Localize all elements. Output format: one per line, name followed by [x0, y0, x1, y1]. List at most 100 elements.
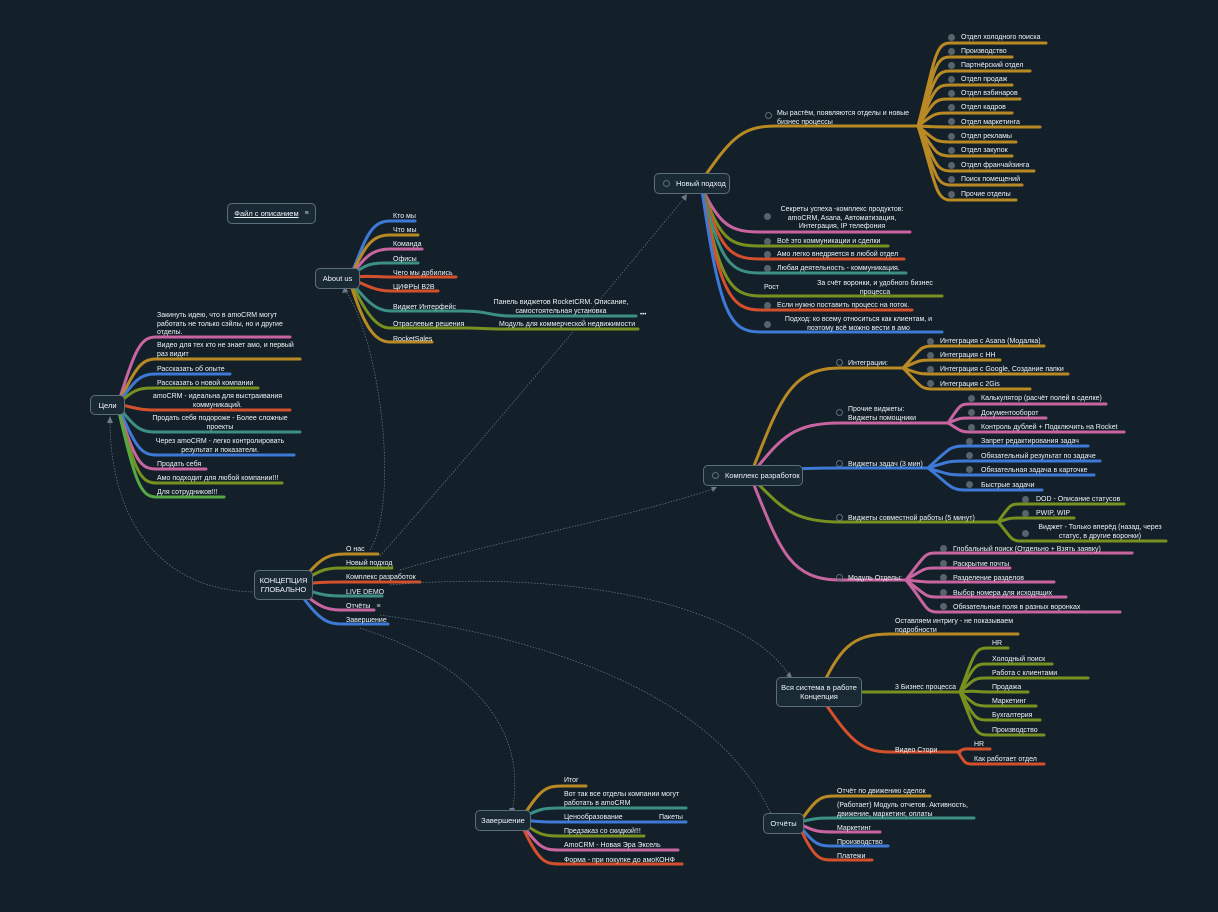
new-approach-node[interactable]: Новый подход — [654, 173, 730, 194]
process-item[interactable]: Холодный поиск — [992, 656, 1046, 663]
video-story-label[interactable]: Видео Стори — [895, 747, 938, 754]
about-item[interactable]: Офисы — [393, 256, 417, 263]
approach-item[interactable]: Если нужно поставить процесс на поток. — [777, 302, 910, 309]
goal-item[interactable]: Продать себя подороже - Более сложные пр… — [152, 415, 288, 431]
department-item[interactable]: Отдел вэбинаров — [961, 90, 1018, 97]
approach-item[interactable]: Всё это коммуникации и сделки — [777, 238, 881, 245]
other-widget-item[interactable]: Документооборот — [981, 410, 1039, 417]
goal-item[interactable]: Через amoCRM - легко контролировать резу… — [155, 438, 285, 454]
module-item[interactable]: Разделение разделов — [953, 575, 1024, 582]
central-branch-reports[interactable]: Отчёты≡ — [346, 603, 381, 612]
other-widget-item[interactable]: Калькулятор (расчёт полей в сделке) — [981, 395, 1102, 402]
finish-item[interactable]: Итог — [564, 777, 579, 784]
central-branch-live-demo[interactable]: LIVE DEMO — [346, 589, 385, 596]
department-item[interactable]: Отдел продаж — [961, 76, 1008, 83]
department-item[interactable]: Отдел кадров — [961, 104, 1006, 111]
department-item[interactable]: Производство — [961, 48, 1007, 55]
finish-item[interactable]: AmoCRM - Новая Эра Эксель — [564, 842, 661, 849]
integration-item[interactable]: Интеграция с 2Gis — [940, 381, 1000, 388]
module-item[interactable]: Глобальный поиск (Отдельно + Взять заявк… — [953, 546, 1101, 553]
system-node[interactable]: Вся система в работе Концепция — [776, 677, 862, 707]
task-widgets-label[interactable]: Виджеты задач (3 мин) — [848, 461, 923, 468]
about-item[interactable]: RocketSales — [393, 336, 433, 343]
goals-node[interactable]: Цели — [90, 395, 125, 415]
departments-module-label[interactable]: Модуль Отделы: — [848, 575, 902, 582]
department-item[interactable]: Отдел закупок — [961, 147, 1008, 154]
more-icon[interactable]: ••• — [640, 312, 647, 318]
about-item[interactable]: Чего мы добились — [393, 270, 453, 277]
complex-node[interactable]: Комплекс разработок — [703, 465, 803, 486]
report-item[interactable]: Производство — [837, 839, 883, 846]
video-item[interactable]: HR — [974, 741, 985, 748]
integrations-label[interactable]: Интеграции: — [848, 360, 889, 367]
integration-item[interactable]: Интеграция с Asana (Модалка) — [940, 338, 1041, 345]
about-item[interactable]: Команда — [393, 241, 422, 248]
approach-item[interactable]: Любая деятельность - коммуникация. — [777, 265, 900, 272]
business-processes-label[interactable]: 3 Бизнес процесса — [895, 684, 957, 691]
finish-node[interactable]: Завершение — [475, 810, 531, 831]
approach-item[interactable]: Подход: ко всему относиться как клиентам… — [784, 316, 933, 332]
reports-node[interactable]: Отчёты — [763, 813, 804, 834]
department-item[interactable]: Отдел маркетинга — [961, 119, 1020, 126]
about-us-node[interactable]: About us — [315, 268, 360, 289]
task-widget-item[interactable]: Быстрые задачи — [981, 482, 1035, 489]
joint-widget-item[interactable]: DOD - Описание статусов — [1036, 496, 1121, 503]
about-item[interactable]: Виджет Интерфейс — [393, 304, 457, 311]
central-branch-new-approach[interactable]: Новый подход — [346, 560, 393, 567]
department-item[interactable]: Прочие отделы — [961, 191, 1011, 198]
approach-item[interactable]: Рост — [764, 284, 779, 291]
growth-sub-item[interactable]: За счёт воронки, и удобного бизнес проце… — [817, 280, 933, 296]
task-widget-item[interactable]: Обязательный результат по задаче — [981, 453, 1096, 460]
finish-item[interactable]: Предзаказ со скидкой!!! — [564, 828, 641, 835]
process-item[interactable]: Продажа — [992, 684, 1022, 691]
about-item[interactable]: Отраслевые решения — [393, 321, 465, 328]
goal-item[interactable]: amoCRM - идеальна для выстраивания комму… — [152, 393, 283, 409]
department-item[interactable]: Отдел холодного поиска — [961, 34, 1041, 41]
goal-item[interactable]: Видео для тех кто не знает амо, и первый… — [157, 342, 294, 358]
process-item[interactable]: Бухгалтерия — [992, 712, 1033, 719]
industry-solutions-sub[interactable]: Модуль для коммерческой недвижимости — [499, 321, 636, 328]
joint-widget-item[interactable]: Виджет - Только вперёд (назад, через ста… — [1038, 524, 1162, 540]
central-node[interactable]: КОНЦЕПЦИЯ ГЛОБАЛЬНО — [254, 570, 313, 600]
process-item[interactable]: Маркетинг — [992, 698, 1027, 705]
approach-item[interactable]: Амо легко внедряется в любой отдел — [777, 251, 899, 258]
other-widgets-label[interactable]: Прочие виджеты: Виджеты помощники — [848, 406, 917, 422]
task-widget-item[interactable]: Обязательная задача в карточке — [981, 467, 1088, 474]
packets-item[interactable]: Пакеты — [659, 814, 683, 821]
task-widget-item[interactable]: Запрет редактирования задач — [981, 438, 1079, 445]
process-item[interactable]: Работа с клиентами — [992, 670, 1058, 677]
file-description-link[interactable]: Файл с описанием — [234, 209, 299, 218]
central-branch-finish[interactable]: Завершение — [346, 617, 387, 624]
module-item[interactable]: Раскрытие почты — [953, 561, 1010, 568]
finish-item[interactable]: Форма - при покупке до амоКОНФ — [564, 857, 676, 864]
central-branch-about[interactable]: О нас — [346, 546, 365, 553]
central-branch-complex[interactable]: Комплекс разработок — [346, 574, 416, 581]
goal-item[interactable]: Закинуть идею, что в amoCRM могут работа… — [157, 312, 283, 336]
integration-item[interactable]: Интеграция с HH — [940, 352, 996, 359]
other-widget-item[interactable]: Контроль дублей + Подключить на Rocket — [981, 424, 1118, 431]
process-item[interactable]: Производство — [992, 727, 1038, 734]
finish-item[interactable]: Ценообразование — [564, 814, 623, 821]
department-item[interactable]: Поиск помещений — [961, 176, 1020, 183]
joint-widgets-label[interactable]: Виджеты совместной работы (5 минут) — [848, 515, 975, 522]
report-item[interactable]: Отчёт по движению сделок — [837, 788, 926, 795]
report-item[interactable]: (Работает) Модуль отчетов. Активность, д… — [837, 802, 968, 818]
report-item[interactable]: Маркетинг — [837, 825, 872, 832]
about-item[interactable]: ЦИФРЫ B2B — [393, 284, 435, 291]
video-item[interactable]: Как работает отдел — [974, 756, 1037, 763]
goal-item[interactable]: Рассказать об опыте — [157, 366, 225, 373]
intrigue-item[interactable]: Оставляем интригу - не показываем подроб… — [895, 618, 1014, 634]
about-item[interactable]: Что мы — [393, 227, 417, 234]
integration-item[interactable]: Интеграция с Google, Создание папки — [940, 366, 1064, 373]
growth-item[interactable]: Мы растём, появляются отделы и новые биз… — [777, 110, 910, 126]
about-item[interactable]: Кто мы — [393, 213, 416, 220]
module-item[interactable]: Обязательные поля в разных воронках — [953, 604, 1081, 611]
goal-item[interactable]: Амо подходит для любой компании!!! — [157, 475, 279, 482]
module-item[interactable]: Выбор номера для исходящих — [953, 590, 1053, 597]
goal-item[interactable]: Для сотрудников!!! — [157, 489, 218, 496]
goal-item[interactable]: Рассказать о новой компании — [157, 380, 254, 387]
widget-interface-sub[interactable]: Панель виджетов RocketCRM. Описание, сам… — [493, 299, 629, 315]
file-description-node[interactable]: Файл с описанием≡ — [227, 203, 316, 224]
goal-item[interactable]: Продать себя — [157, 461, 202, 468]
department-item[interactable]: Партнёрский отдел — [961, 62, 1024, 69]
